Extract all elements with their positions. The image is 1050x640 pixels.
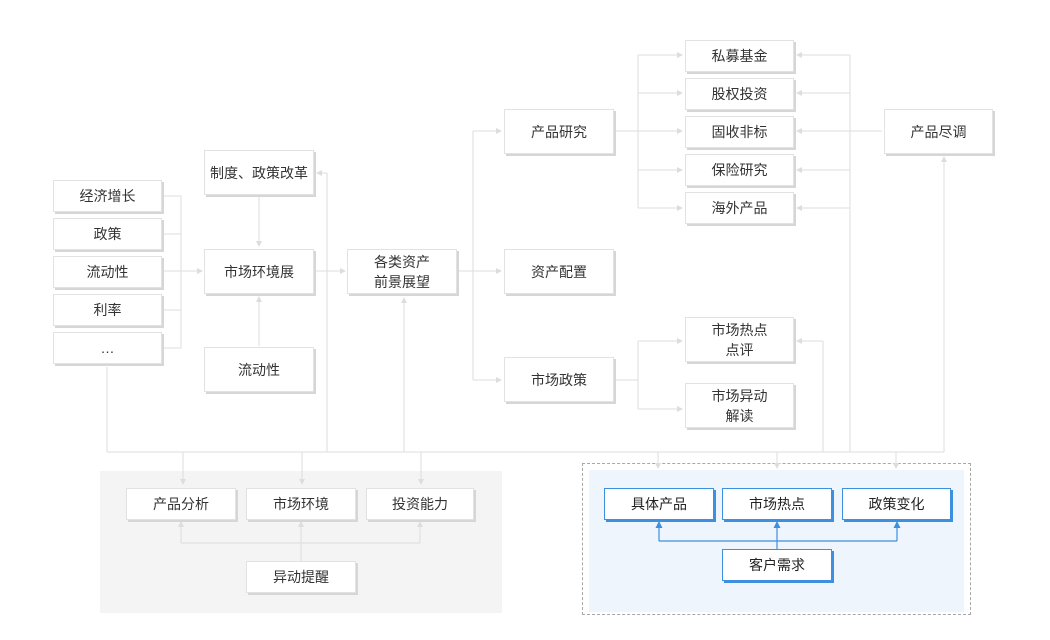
node-product-research[interactable]: 产品研究 [504, 109, 614, 154]
node-product-analysis[interactable]: 产品分析 [126, 488, 236, 520]
node-equity-investment[interactable]: 股权投资 [685, 78, 794, 110]
node-asset-allocation[interactable]: 资产配置 [504, 249, 614, 294]
node-anomaly-alert[interactable]: 异动提醒 [246, 561, 356, 593]
node-market-policy[interactable]: 市场政策 [504, 357, 614, 402]
node-product-due-diligence[interactable]: 产品尽调 [884, 109, 993, 154]
node-specific-products[interactable]: 具体产品 [604, 488, 714, 520]
node-overseas-products[interactable]: 海外产品 [685, 192, 794, 224]
node-liquidity-left[interactable]: 流动性 [53, 256, 162, 288]
node-policy-changes[interactable]: 政策变化 [842, 488, 951, 520]
node-policy[interactable]: 政策 [53, 218, 162, 250]
node-fixed-income[interactable]: 固收非标 [685, 116, 794, 148]
node-asset-outlook[interactable]: 各类资产 前景展望 [347, 249, 457, 294]
node-market-hotspot-review[interactable]: 市场热点 点评 [685, 317, 794, 362]
node-investment-ability[interactable]: 投资能力 [366, 488, 474, 520]
node-economic-growth[interactable]: 经济增长 [53, 180, 162, 212]
node-market-environment-outlook[interactable]: 市场环境展 [204, 249, 314, 294]
node-market-anomaly-interpretation[interactable]: 市场异动 解读 [685, 383, 794, 428]
node-ellipsis[interactable]: … [53, 332, 162, 364]
node-private-fund[interactable]: 私募基金 [685, 40, 794, 72]
node-insurance-research[interactable]: 保险研究 [685, 154, 794, 186]
node-liquidity-mid[interactable]: 流动性 [204, 347, 314, 392]
node-customer-demand[interactable]: 客户需求 [722, 549, 832, 581]
node-market-environment[interactable]: 市场环境 [246, 488, 356, 520]
node-market-hotspots[interactable]: 市场热点 [722, 488, 832, 520]
node-interest-rate[interactable]: 利率 [53, 294, 162, 326]
node-institution-reform[interactable]: 制度、政策改革 [204, 150, 314, 195]
